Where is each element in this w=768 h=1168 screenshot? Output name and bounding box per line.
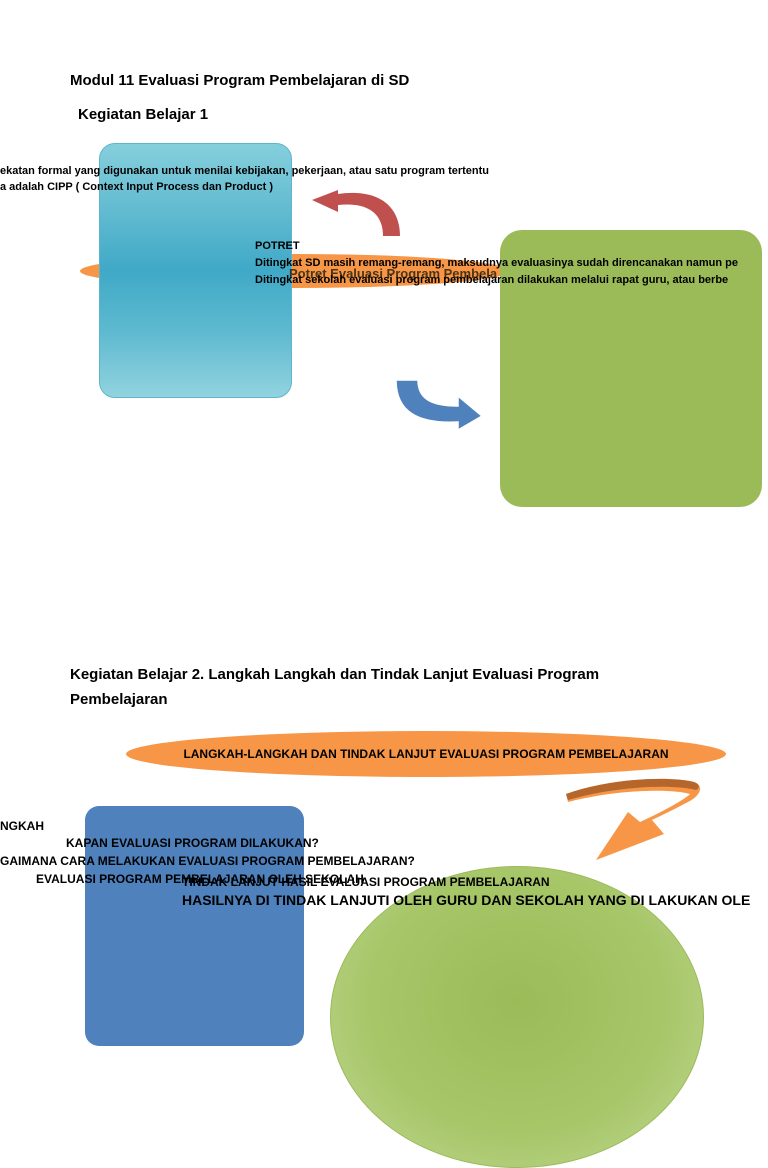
green-ellipse-tindak-lanjut xyxy=(330,866,704,1168)
question-bagaimana: GAIMANA CARA MELAKUKAN EVALUASI PROGRAM … xyxy=(0,854,415,868)
blue-curved-arrow-icon xyxy=(395,379,484,432)
green-rounded-box xyxy=(500,230,762,507)
question-kapan: KAPAN EVALUASI PROGRAM DILAKUKAN? xyxy=(66,836,319,850)
kb1-heading: Kegiatan Belajar 1 xyxy=(78,106,209,123)
blue-rounded-box xyxy=(99,143,292,398)
kb1-definition-line: ekatan formal yang digunakan untuk menil… xyxy=(0,165,490,177)
potret-line-sd: Ditingkat SD masih remang-remang, maksud… xyxy=(255,257,738,269)
evaluasi-oleh-sekolah: EVALUASI PROGRAM PEMBELAJARAN OLEH SEKOL… xyxy=(36,872,364,886)
kb2-heading: Kegiatan Belajar 2. Langkah Langkah dan … xyxy=(70,666,600,683)
blue-box-langkah xyxy=(85,806,304,1046)
kb1-cipp-line: a adalah CIPP ( Context Input Process da… xyxy=(0,181,274,193)
brown-curved-arrow-icon xyxy=(566,778,701,860)
kb2-heading-continued: Pembelajaran xyxy=(70,691,168,708)
tindak-lanjut-title: TINDAK LANJUT HASIL EVALUASI PROGRAM PEM… xyxy=(182,875,550,889)
langkah-label: NGKAH xyxy=(0,819,44,833)
potret-line-sekolah: Ditingkat sekolah evaluasi program pembe… xyxy=(255,274,729,286)
potret-title: POTRET xyxy=(255,240,300,252)
red-curved-arrow-icon xyxy=(312,190,400,236)
potret-band-label: Potret Evaluasi Program Pembela xyxy=(289,266,498,281)
module-title: Modul 11 Evaluasi Program Pembelajaran d… xyxy=(70,72,410,89)
tindak-lanjut-body: HASILNYA DI TINDAK LANJUTI OLEH GURU DAN… xyxy=(182,892,751,908)
banner-label: LANGKAH-LANGKAH DAN TINDAK LANJUT EVALUA… xyxy=(183,747,669,761)
orange-title-banner xyxy=(126,731,726,777)
